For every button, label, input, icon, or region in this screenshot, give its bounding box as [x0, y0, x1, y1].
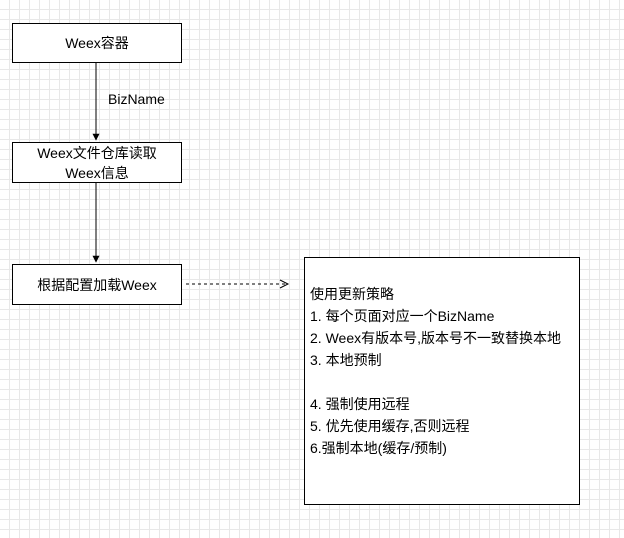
- note-item-2: 2. Weex有版本号,版本号不一致替换本地: [310, 330, 561, 346]
- note-item-6: 6.强制本地(缓存/预制): [310, 440, 447, 456]
- note-item-5: 5. 优先使用缓存,否则远程: [310, 418, 470, 434]
- weex-container-node: Weex容器: [12, 23, 182, 63]
- weex-repo-label-line2: Weex信息: [65, 164, 129, 181]
- load-weex-label: 根据配置加载Weex: [37, 276, 157, 293]
- note-item-1: 1. 每个页面对应一个BizName: [310, 308, 495, 324]
- note-item-4: 4. 强制使用远程: [310, 396, 410, 412]
- open-arrowhead: [279, 279, 290, 289]
- note-title: 使用更新策略: [310, 286, 394, 302]
- weex-container-label: Weex容器: [65, 35, 129, 51]
- weex-repo-node: Weex文件仓库读取 Weex信息: [12, 142, 182, 183]
- note-item-3: 3. 本地预制: [310, 352, 382, 368]
- weex-repo-label-line1: Weex文件仓库读取: [37, 144, 157, 161]
- bizname-edge-label: BizName: [108, 91, 165, 107]
- note-spacer: [310, 371, 579, 393]
- update-strategy-note: 使用更新策略 1. 每个页面对应一个BizName 2. Weex有版本号,版本…: [304, 257, 580, 505]
- load-weex-node: 根据配置加载Weex: [12, 264, 182, 305]
